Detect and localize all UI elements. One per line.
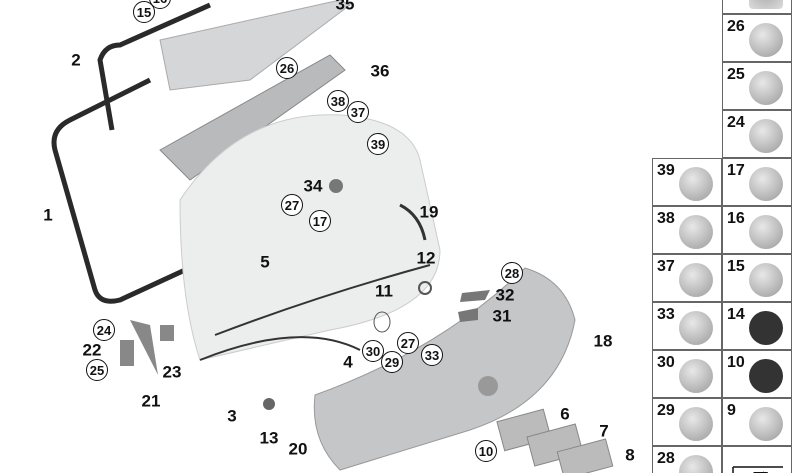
callout-6: 6 [560, 404, 570, 424]
part-number: 17 [727, 162, 745, 179]
callout-36: 36 [370, 61, 390, 81]
callout-12: 12 [416, 248, 436, 268]
part-image [749, 263, 783, 297]
grid-cell-33: 33 [652, 302, 722, 350]
grid-cell-37: 37 [652, 254, 722, 302]
callout-32: 32 [495, 285, 515, 305]
callout-34: 34 [303, 176, 323, 196]
part-image [679, 407, 713, 441]
circled-callout-26: 26 [276, 57, 298, 79]
hinge-bracket [159, 54, 346, 181]
grid-cell-28: 28 [652, 446, 722, 473]
bumper [313, 267, 576, 471]
circled-callout-33: 33 [421, 344, 443, 366]
window-seal [51, 2, 252, 304]
part-image [749, 215, 783, 249]
grid-cell-14: 14 [722, 302, 792, 350]
grid-cell-9: 9 [722, 398, 792, 446]
circled-callout-30: 30 [362, 340, 384, 362]
grid-cell-16: 16 [722, 206, 792, 254]
part-number: 38 [657, 210, 675, 227]
grid-cell-38: 38 [652, 206, 722, 254]
part-number: 16 [727, 210, 745, 227]
circled-callout-38: 38 [327, 90, 349, 112]
circled-callout-17: 17 [309, 210, 331, 232]
grid-cell-39: 39 [652, 158, 722, 206]
callout-4: 4 [343, 352, 353, 372]
grid-cell-10: 10 [722, 350, 792, 398]
part-image [749, 359, 783, 393]
circled-callout-15: 15 [133, 1, 155, 23]
part-image [749, 71, 783, 105]
grid-cell-17: 17 [722, 158, 792, 206]
grid-cell-29: 29 [652, 398, 722, 446]
part-number: 9 [727, 402, 736, 419]
callout-18: 18 [593, 331, 613, 351]
part-number: 25 [727, 66, 745, 83]
callout-1: 1 [43, 205, 53, 225]
part-number: 29 [657, 402, 675, 419]
grid-cell-24: 24 [722, 110, 792, 158]
part-number: 30 [657, 354, 675, 371]
part-number: 14 [727, 306, 745, 323]
part-image [679, 455, 713, 473]
circled-callout-37: 37 [347, 101, 369, 123]
part-number: 33 [657, 306, 675, 323]
circled-callout-28: 28 [501, 262, 523, 284]
part-number: 24 [727, 114, 745, 131]
grid-cell-15: 15 [722, 254, 792, 302]
part-number: 10 [727, 354, 745, 371]
part-image [749, 167, 783, 201]
callout-13: 13 [259, 428, 279, 448]
screw-part-image [749, 0, 783, 9]
callout-19: 19 [419, 202, 439, 222]
callout-11: 11 [375, 281, 393, 301]
part-number: 37 [657, 258, 675, 275]
part-image [679, 167, 713, 201]
tailgate [179, 114, 441, 361]
grid-cell-25: 25 [722, 62, 792, 110]
circled-callout-10: 10 [475, 440, 497, 462]
grid-cell-26: 26 [722, 14, 792, 62]
part-number: 15 [727, 258, 745, 275]
part-image [749, 407, 783, 441]
circled-callout-27: 27 [281, 194, 303, 216]
part-image [679, 311, 713, 345]
callout-3: 3 [227, 406, 237, 426]
callout-35: 35 [335, 0, 355, 14]
callout-31: 31 [492, 306, 512, 326]
callout-20: 20 [288, 439, 308, 459]
part-image [679, 359, 713, 393]
callout-2: 2 [71, 50, 81, 70]
part-image [749, 311, 783, 345]
callout-8: 8 [625, 445, 635, 465]
part-image [749, 119, 783, 153]
circled-callout-25: 25 [86, 359, 108, 381]
part-image [679, 263, 713, 297]
circled-callout-24: 24 [93, 319, 115, 341]
callout-21: 21 [141, 391, 161, 411]
circled-callout-29: 29 [381, 351, 403, 373]
part-number: 26 [727, 18, 745, 35]
circled-callout-27b: 27 [397, 332, 419, 354]
part-image [679, 215, 713, 249]
plates [496, 408, 614, 473]
part-image [749, 23, 783, 57]
arrow-icon [722, 446, 792, 473]
circled-callout-39: 39 [367, 133, 389, 155]
spoiler [159, 0, 351, 91]
callout-23: 23 [162, 362, 182, 382]
hinge-parts [120, 320, 174, 375]
grid-cell-30: 30 [652, 350, 722, 398]
part-number: 39 [657, 162, 675, 179]
callout-5: 5 [260, 252, 270, 272]
grid-cell-top [722, 0, 792, 14]
part-number: 28 [657, 450, 675, 467]
callout-22: 22 [82, 340, 102, 360]
callout-7: 7 [599, 421, 609, 441]
